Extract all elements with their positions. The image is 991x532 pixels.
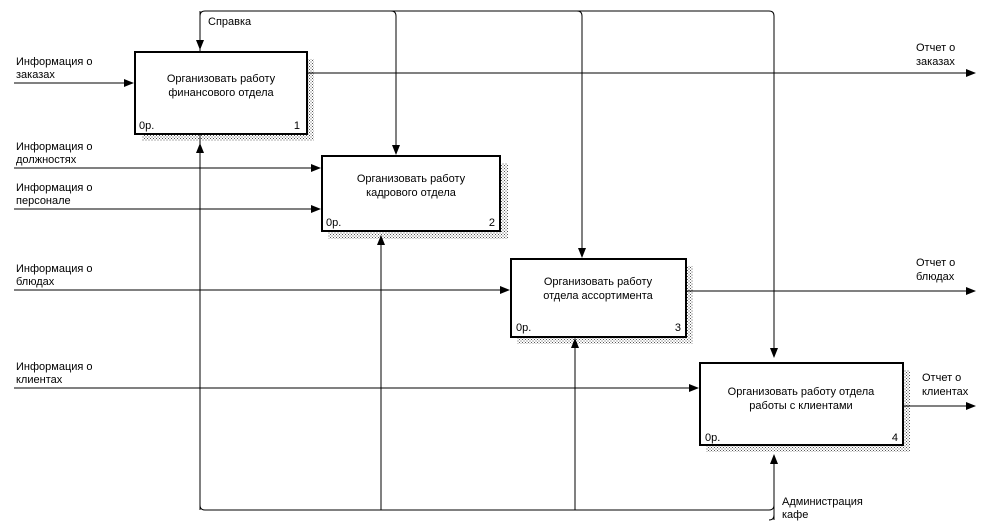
box-2-cost: 0р. bbox=[326, 217, 341, 229]
input-label-blyuda-line2: блюдах bbox=[16, 276, 55, 288]
output-label-klienty-line1: Отчет о bbox=[922, 372, 961, 384]
mechanism-arrow-admin bbox=[196, 138, 778, 521]
input-label-personal-line2: персонале bbox=[16, 195, 71, 207]
activity-box-3[interactable]: Организовать работу отдела ассортимента … bbox=[510, 258, 687, 338]
box-2-number: 2 bbox=[489, 217, 495, 229]
box-1-cost: 0р. bbox=[139, 120, 154, 132]
box-2-title-line2: кадрового отдела bbox=[366, 187, 457, 199]
input-label-dolzhnosti-line2: должностях bbox=[16, 154, 77, 166]
output-label-zakazy-line1: Отчет о bbox=[916, 42, 955, 54]
mechanism-label-line1: Администрация bbox=[782, 496, 863, 508]
box-1-number: 1 bbox=[294, 120, 300, 132]
input-label-dolzhnosti-line1: Информация о bbox=[16, 141, 93, 153]
input-label-zakazy-line2: заказах bbox=[16, 69, 55, 81]
output-label-blyuda-line2: блюдах bbox=[916, 271, 955, 283]
box-4-number: 4 bbox=[892, 432, 898, 444]
input-label-klienty-line1: Информация о bbox=[16, 361, 93, 373]
box-1-title-line1: Организовать работу bbox=[167, 73, 276, 85]
box-3-title-line1: Организовать работу bbox=[544, 276, 653, 288]
box-3-number: 3 bbox=[675, 322, 681, 334]
box-3-title-line2: отдела ассортимента bbox=[543, 290, 653, 302]
input-label-zakazy-line1: Информация о bbox=[16, 56, 93, 68]
input-label-personal-line1: Информация о bbox=[16, 182, 93, 194]
box-2-title-line1: Организовать работу bbox=[357, 173, 466, 185]
activity-box-1[interactable]: Организовать работу финансового отдела 0… bbox=[134, 51, 308, 135]
box-3-cost: 0р. bbox=[516, 322, 531, 334]
output-label-blyuda-line1: Отчет о bbox=[916, 257, 955, 269]
activity-box-4[interactable]: Организовать работу отдела работы с клие… bbox=[699, 362, 904, 446]
box-4-title-line1: Организовать работу отдела bbox=[728, 386, 876, 398]
control-label: Справка bbox=[208, 16, 252, 28]
box-4-title-line2: работы с клиентами bbox=[749, 400, 852, 412]
input-label-klienty-line2: клиентах bbox=[16, 374, 63, 386]
box-4-cost: 0р. bbox=[705, 432, 720, 444]
mechanism-label-line2: кафе bbox=[782, 509, 808, 521]
box-1-title-line2: финансового отдела bbox=[168, 87, 274, 99]
input-label-blyuda-line1: Информация о bbox=[16, 263, 93, 275]
activity-box-2[interactable]: Организовать работу кадрового отдела 0р.… bbox=[321, 155, 501, 232]
output-label-zakazy-line2: заказах bbox=[916, 56, 955, 68]
output-label-klienty-line2: клиентах bbox=[922, 386, 969, 398]
control-arrow-spravka bbox=[196, 10, 778, 510]
